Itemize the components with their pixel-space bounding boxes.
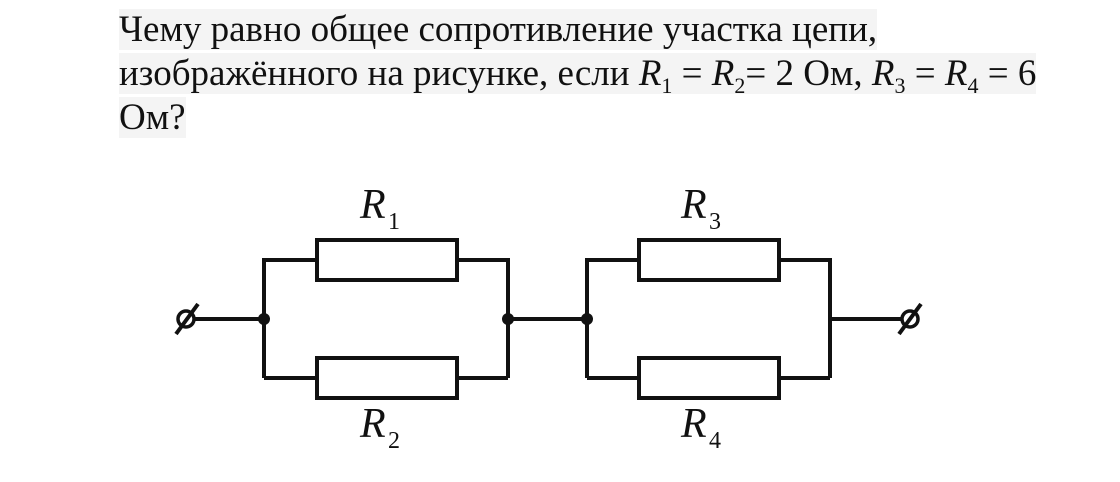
question-line-2-start: изображённого на рисунке, если: [119, 53, 639, 94]
resistor-r3: [637, 238, 781, 282]
value-r3-r4: = 6: [978, 53, 1037, 94]
right-terminal: [897, 302, 923, 336]
parallel-block-2: [581, 238, 832, 400]
r4-symbol: R: [944, 53, 968, 94]
label-r3: R: [680, 182, 707, 228]
resistor-r2: [315, 356, 459, 400]
question-line-2: изображённого на рисунке, если R1 = R2= …: [119, 53, 1037, 97]
label-r2: R: [359, 401, 386, 447]
label-r4: R: [680, 401, 707, 447]
question-text: Чему равно общее сопротивление участка ц…: [119, 8, 1079, 140]
equals-sign-1: =: [672, 53, 712, 94]
r1-symbol: R: [638, 53, 662, 94]
r2-subscript: 2: [734, 73, 746, 98]
junction-node-1: [258, 313, 270, 325]
resistor-r1: [315, 238, 459, 282]
r4-subscript: 4: [967, 73, 979, 98]
label-r3-index: 3: [709, 209, 721, 235]
junction-node-3: [581, 313, 593, 325]
question-line-3: Ом?: [119, 97, 186, 138]
r3-symbol: R: [871, 53, 895, 94]
label-r1-index: 1: [388, 209, 400, 235]
question-line-1: Чему равно общее сопротивление участка ц…: [119, 9, 878, 50]
parallel-block-1: [258, 238, 514, 400]
r1-subscript: 1: [661, 73, 673, 98]
label-r2-index: 2: [388, 428, 400, 454]
label-r4-index: 4: [709, 428, 721, 454]
equals-sign-2: =: [905, 53, 945, 94]
r3-subscript: 3: [894, 73, 906, 98]
label-r1: R: [359, 182, 386, 228]
value-r1-r2: = 2 Ом,: [745, 53, 872, 94]
r2-symbol: R: [711, 53, 735, 94]
resistor-r4: [637, 356, 781, 400]
